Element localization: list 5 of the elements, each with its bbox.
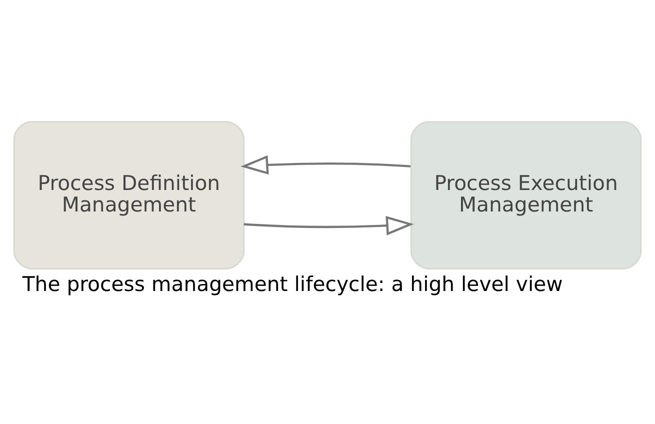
arrow — [240, 155, 411, 175]
node-box: Process Definition Management — [13, 121, 245, 270]
caption: The process management lifecycle: a high level view — [22, 272, 563, 296]
node-box: Process Execution Management — [410, 121, 642, 270]
arrow — [244, 216, 414, 236]
